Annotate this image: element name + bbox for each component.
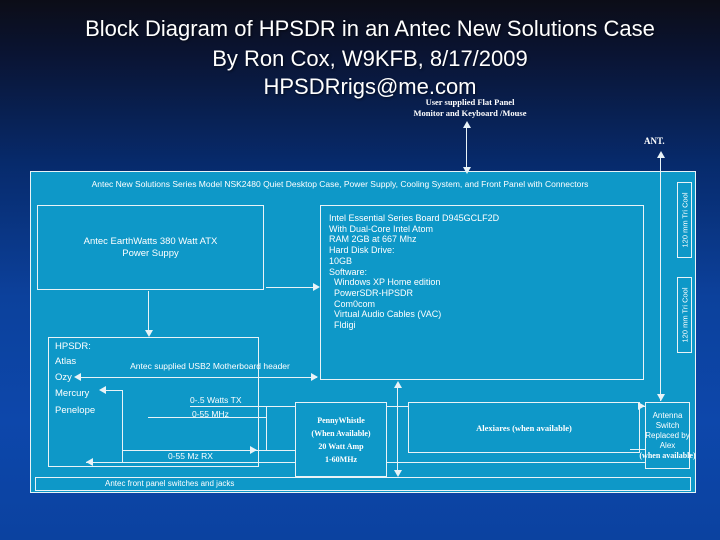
antenna-arrowhead-up-icon	[657, 151, 665, 158]
psu-label-line-2: Power Suppy	[122, 247, 179, 259]
fan-2-box: 120 mm Tri Cool	[677, 277, 692, 353]
motherboard-line: RAM 2GB at 667 Mhz	[329, 234, 417, 245]
tx-label-line-2: 0-55 MHz	[192, 409, 229, 419]
hpsdr-module-mercury: Mercury	[55, 388, 90, 399]
antenna-feed-line	[660, 158, 661, 401]
rx-line-left	[86, 462, 295, 463]
amplifier-line-1: PennyWhistle	[317, 415, 365, 425]
rx-label: 0-55 Mz RX	[168, 451, 213, 461]
antenna-switch-line-4: Alex	[659, 440, 676, 450]
motherboard-line: Software:	[329, 266, 368, 277]
motherboard-line: Com0com	[334, 298, 376, 309]
psu-label-line-1: Antec EarthWatts 380 Watt ATX	[83, 235, 218, 247]
hpsdr-module-ozy: Ozy	[55, 372, 72, 383]
psu-to-motherboard-line	[266, 287, 313, 288]
motherboard-line: Virtual Audio Cables (VAC)	[334, 309, 442, 320]
motherboard-line: 10GB	[329, 255, 353, 266]
title-line-2: By Ron Cox, W9KFB, 8/17/2009	[212, 46, 528, 71]
antenna-switch-box: Antenna Switch Replaced by Alex (when av…	[639, 402, 696, 469]
mercury-line	[106, 390, 123, 391]
motherboard-line: Intel Essential Series Board D945GCLF2D	[329, 213, 500, 223]
monitor-label: User supplied Flat Panel Monitor and Key…	[382, 97, 558, 119]
amplifier-line-2: (When Available)	[311, 428, 371, 438]
antenna-switch-line-2: Switch	[655, 420, 680, 430]
antenna-rx-stub-line	[630, 449, 645, 450]
antenna-arrowhead-down-icon	[657, 394, 665, 401]
motherboard-line: Fldigi	[334, 320, 356, 331]
front-panel-strip	[35, 477, 691, 491]
title-line-3: HPSDRrigs@me.com	[263, 74, 477, 99]
monitor-arrowhead-up-icon	[463, 121, 471, 128]
motherboard-to-frontpanel-line	[397, 386, 398, 471]
fan-1-box: 120 mm Tri Cool	[677, 182, 692, 258]
psu-to-hpsdr-line	[148, 291, 149, 332]
hpsdr-box	[48, 337, 259, 467]
monitor-label-line-2: Monitor and Keyboard /Mouse	[413, 108, 527, 118]
psu-to-motherboard-arrowhead-icon	[313, 283, 320, 291]
front-panel-label: Antec front panel switches and jacks	[105, 479, 235, 488]
hpsdr-module-atlas: Atlas	[55, 356, 77, 367]
antenna-switch-line-5: (when available)	[639, 450, 696, 460]
alexiares-label: Alexiares (when available)	[476, 422, 572, 433]
tx-line-left	[190, 406, 295, 407]
amplifier-line-4: 1-60MHz	[325, 454, 357, 464]
usb-arrowhead-right-icon	[311, 373, 318, 381]
mercury-arrowhead-left-icon	[99, 386, 106, 394]
monitor-label-line-1: User supplied Flat Panel	[425, 97, 515, 107]
antenna-switch-line-1: Antenna	[652, 410, 683, 420]
tx-arrowhead-icon	[638, 402, 645, 410]
tx-junction-line	[266, 406, 267, 451]
hpsdr-title: HPSDR:	[55, 341, 91, 352]
hpsdr-module-penelope: Penelope	[55, 405, 96, 416]
frontpanel-arrowhead-down-icon	[394, 470, 402, 477]
case-label: Antec New Solutions Series Model NSK2480…	[91, 179, 589, 189]
penelope-line	[148, 417, 266, 418]
motherboard-line: Windows XP Home edition	[334, 277, 441, 288]
monitor-cable-line	[466, 128, 467, 168]
rx-branch-arrowhead-icon	[250, 446, 257, 454]
fan-1-label: 120 mm Tri Cool	[680, 192, 689, 248]
psu-box: Antec EarthWatts 380 Watt ATX Power Supp…	[37, 205, 264, 290]
motherboard-box: Intel Essential Series Board D945GCLF2D …	[320, 205, 644, 380]
frontpanel-arrowhead-up-icon	[394, 381, 402, 388]
usb-arrowhead-left-icon	[74, 373, 81, 381]
rx-arrowhead-left-icon	[86, 458, 93, 466]
motherboard-line: Hard Disk Drive:	[329, 245, 395, 256]
tx-label-line-1: 0-.5 Watts TX	[190, 395, 242, 405]
alexiares-box: Alexiares (when available)	[408, 402, 640, 453]
psu-to-hpsdr-arrowhead-icon	[145, 330, 153, 337]
rx-riser-line	[122, 390, 123, 462]
usb-header-line	[80, 377, 317, 378]
rx-branch-line	[122, 450, 295, 451]
rx-line-right	[295, 462, 645, 463]
antenna-label: ANT.	[644, 136, 665, 146]
fan-2-label: 120 mm Tri Cool	[680, 287, 689, 343]
usb-header-label: Antec supplied USB2 Motherboard header	[130, 361, 290, 371]
monitor-arrowhead-down-icon	[463, 167, 471, 174]
title-line-1: Block Diagram of HPSDR in an Antec New S…	[85, 16, 655, 41]
antenna-switch-line-3: Replaced by	[645, 430, 690, 440]
amplifier-box: PennyWhistle (When Available) 20 Watt Am…	[295, 402, 387, 477]
motherboard-line: PowerSDR-HPSDR	[334, 287, 414, 298]
motherboard-line: With Dual-Core Intel Atom	[329, 223, 434, 234]
amplifier-line-3: 20 Watt Amp	[318, 441, 364, 451]
